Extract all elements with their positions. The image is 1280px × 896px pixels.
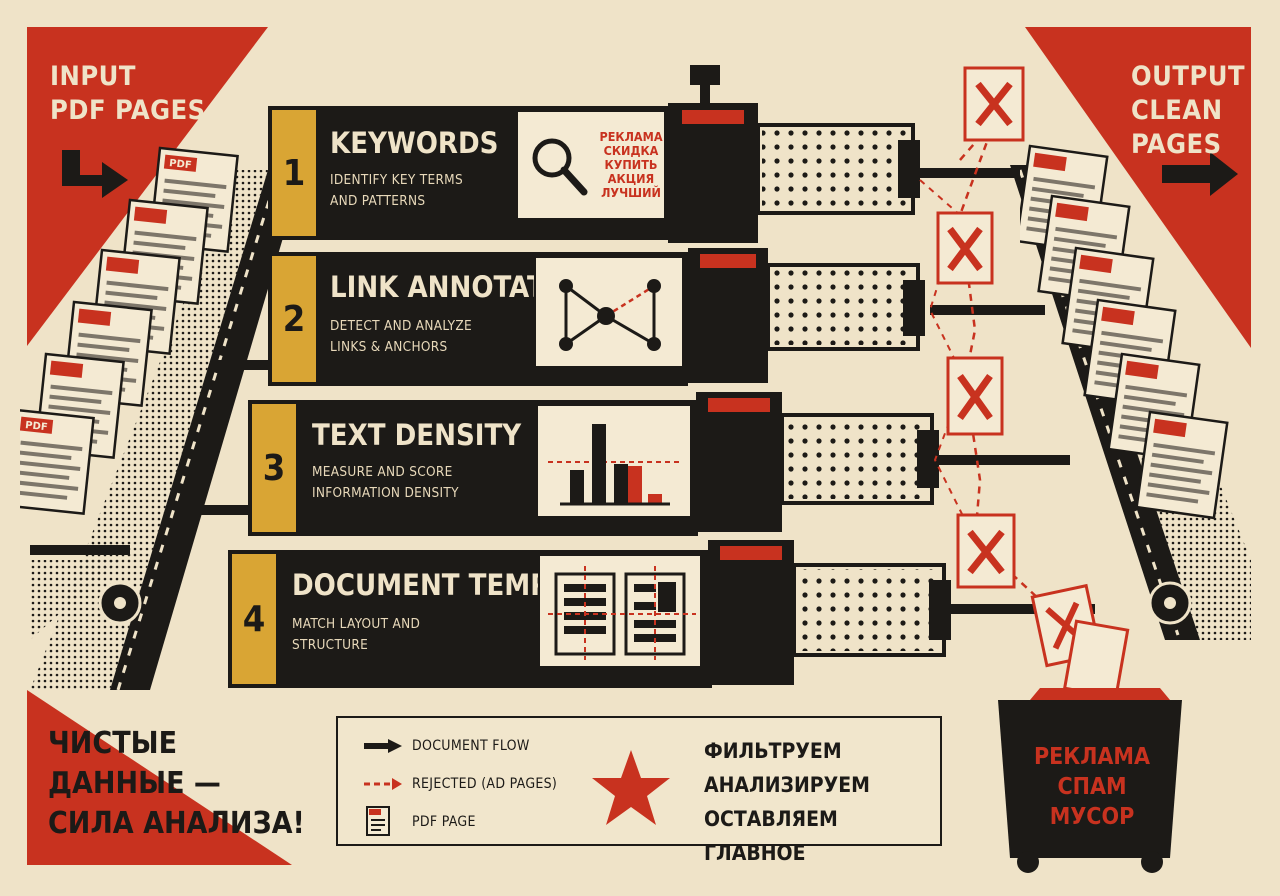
stage-number: 4 [232, 554, 276, 684]
output-arrow-icon [1162, 152, 1238, 196]
legend-flow-label: DOCUMENT FLOW [412, 738, 530, 754]
rejected-arrow-icon [364, 778, 402, 790]
trash-bin-icon [998, 583, 1182, 873]
density-icon-panel [536, 404, 692, 518]
bar-chart-icon [548, 424, 680, 506]
legend-panel: DOCUMENT FLOW REJECTED (AD PAGES) PDF PA… [336, 716, 942, 865]
input-page-stack: PDF PDF [20, 146, 239, 516]
legend-rejected-label: REJECTED (AD PAGES) [412, 776, 558, 792]
svg-text:PDF: PDF [25, 420, 48, 433]
input-conveyor [30, 170, 300, 691]
corner-triangle-bottom-left [27, 690, 292, 865]
templates-icon-panel [538, 554, 702, 668]
pdf-page-icon [366, 806, 390, 836]
document-flow-arrow-icon [364, 739, 402, 753]
trash-bin-label: РЕКЛАМА СПАМ МУСОР [1033, 744, 1151, 830]
stage-title: TEXT DENSITY [312, 418, 522, 452]
stage-number: 3 [252, 404, 296, 532]
slogan: ЧИСТЫЕ ДАННЫЕ — СИЛА АНАЛИЗА! [48, 726, 305, 841]
rejected-page-icon [956, 513, 1016, 589]
stage-number: 1 [272, 110, 316, 236]
stage-number: 2 [272, 256, 316, 382]
rejected-page-icon [946, 356, 1004, 436]
rejected-page-icon [963, 66, 1025, 142]
output-label: OUTPUT CLEAN PAGES [1131, 61, 1246, 160]
links-icon-panel [534, 256, 684, 368]
layout-template-icon [548, 566, 696, 660]
rejected-page-icon [936, 211, 994, 285]
magnifier-icon [532, 138, 588, 196]
press-machine-4 [708, 510, 951, 685]
legend-page-label: PDF PAGE [412, 814, 476, 830]
output-page-stack [1020, 144, 1229, 520]
star-icon [592, 750, 670, 825]
corner-triangle-top-right [1025, 27, 1251, 348]
svg-text:PDF: PDF [169, 158, 192, 171]
network-graph-icon [559, 279, 661, 351]
input-arrow-icon [62, 150, 128, 198]
input-label: INPUT PDF PAGES [50, 61, 206, 126]
press-machine-3 [696, 360, 939, 532]
corner-triangle-top-left [27, 27, 268, 346]
pdf-page-icon: PDF [20, 408, 95, 516]
stage-title: KEYWORDS [330, 126, 499, 160]
press-machine-1 [668, 65, 920, 243]
pdf-page-icon [1135, 410, 1229, 520]
motto: ФИЛЬТРУЕМ АНАЛИЗИРУЕМ ОСТАВЛЯЕМ ГЛАВНОЕ [704, 739, 870, 865]
press-machine-2 [688, 212, 925, 383]
